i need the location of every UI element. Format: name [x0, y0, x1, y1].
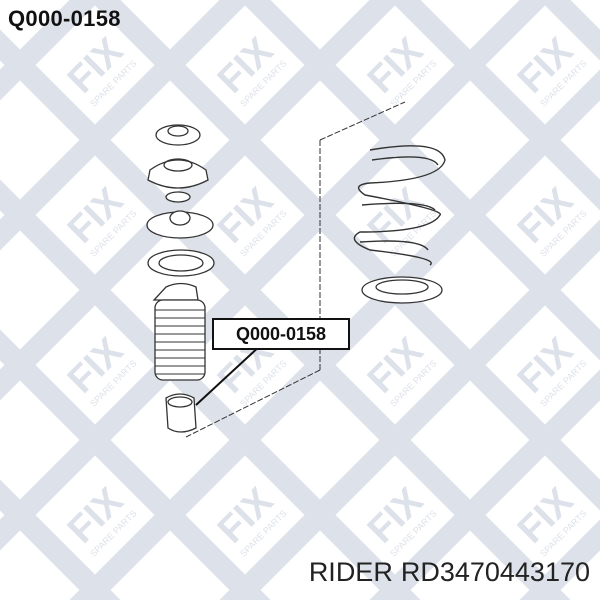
brand-name: RIDER [308, 557, 393, 587]
strut-mount [147, 158, 209, 189]
callout-leader [195, 343, 263, 406]
part-callout-label: Q000-0158 [212, 318, 350, 350]
article-number: RD3470443170 [400, 557, 590, 587]
coil-spring [353, 145, 446, 266]
top-bearing-cap [155, 124, 201, 146]
dust-boot [152, 282, 206, 381]
spring-seat-plate [147, 249, 215, 277]
upper-spring-seat [146, 210, 214, 239]
assembly-outline [185, 101, 406, 438]
lower-spring-seat [361, 276, 443, 304]
part-number-title: Q000-0158 [8, 6, 121, 31]
washer [165, 191, 191, 203]
bump-stop [165, 393, 197, 433]
